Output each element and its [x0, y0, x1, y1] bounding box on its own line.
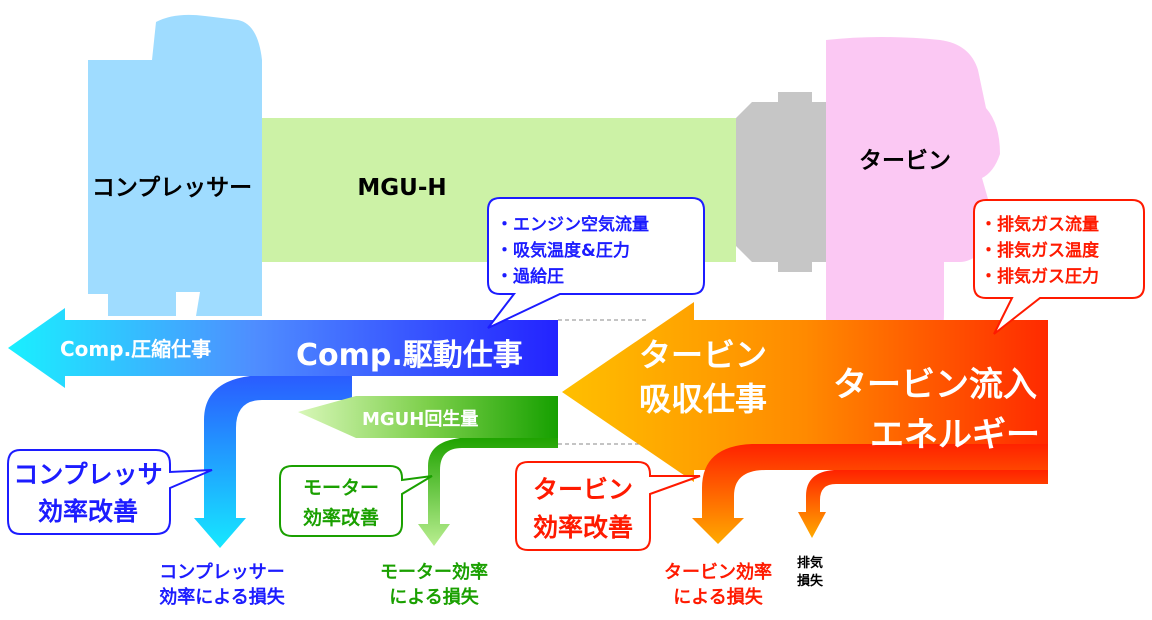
turbine-improve-line1: タービン	[533, 475, 633, 504]
red-info-line3: ・排気ガス圧力	[980, 266, 1099, 287]
mguh-regen-label: MGUH回生量	[362, 408, 478, 430]
compressor-improve-callout	[7, 449, 213, 535]
turbine-inflow-line2: エネルギー	[870, 415, 1040, 455]
motor-loss-branch	[418, 438, 558, 546]
compressor-loss-line2: 効率による損失	[159, 586, 285, 608]
compressor-label: コンプレッサー	[92, 175, 252, 201]
red-info-line1: ・排気ガス流量	[980, 214, 1099, 235]
blue-info-line2: ・吸気温度&圧力	[496, 240, 630, 261]
compressor-loss-line1: コンプレッサー	[159, 561, 284, 583]
comp-drive-work-label: Comp.駆動仕事	[296, 338, 523, 373]
turbine-loss-line2: による損失	[673, 586, 763, 608]
red-info-callout	[973, 199, 1145, 335]
turbine-inflow-line1: タービン流入	[833, 365, 1037, 405]
turbine-improve-line2: 効率改善	[533, 513, 633, 542]
motor-loss-line1: モーター効率	[380, 561, 488, 583]
turbine-label: タービン	[859, 148, 951, 174]
comp-compression-work-label: Comp.圧縮仕事	[60, 337, 211, 361]
turbine-absorb-line2: 吸収仕事	[639, 380, 767, 418]
turbine-improve-callout	[515, 461, 701, 551]
compressor-improve-line2: 効率改善	[38, 497, 138, 526]
turbine-loss-line1: タービン効率	[664, 561, 772, 583]
motor-loss-line2: による損失	[389, 586, 479, 608]
blue-info-callout	[487, 197, 705, 329]
exhaust-loss-line1: 排気	[797, 555, 823, 571]
compressor-housing	[88, 14, 262, 316]
comp-loss-branch	[194, 376, 352, 548]
turbine-absorb-line1: タービン	[639, 336, 767, 374]
mguh-label: MGU-H	[357, 175, 446, 201]
comp-drive-arrow	[8, 308, 558, 388]
mguh-regen-arrow	[298, 396, 558, 438]
turbine-energy-arrow	[562, 302, 1048, 482]
red-info-line2: ・排気ガス温度	[980, 240, 1100, 261]
turbine-loss-branch	[692, 444, 1048, 544]
exhaust-loss-branch	[798, 470, 1048, 538]
blue-info-line3: ・過給圧	[496, 266, 564, 287]
shaft-connector	[736, 92, 826, 272]
compressor-improve-line1: コンプレッサ	[13, 460, 162, 489]
motor-improve-line2: 効率改善	[303, 506, 379, 529]
blue-info-line1: ・エンジン空気流量	[496, 214, 649, 235]
turbine-housing	[826, 37, 1000, 368]
exhaust-loss-line2: 損失	[797, 573, 824, 589]
motor-improve-line1: モーター	[303, 477, 379, 499]
motor-improve-callout	[279, 465, 433, 537]
